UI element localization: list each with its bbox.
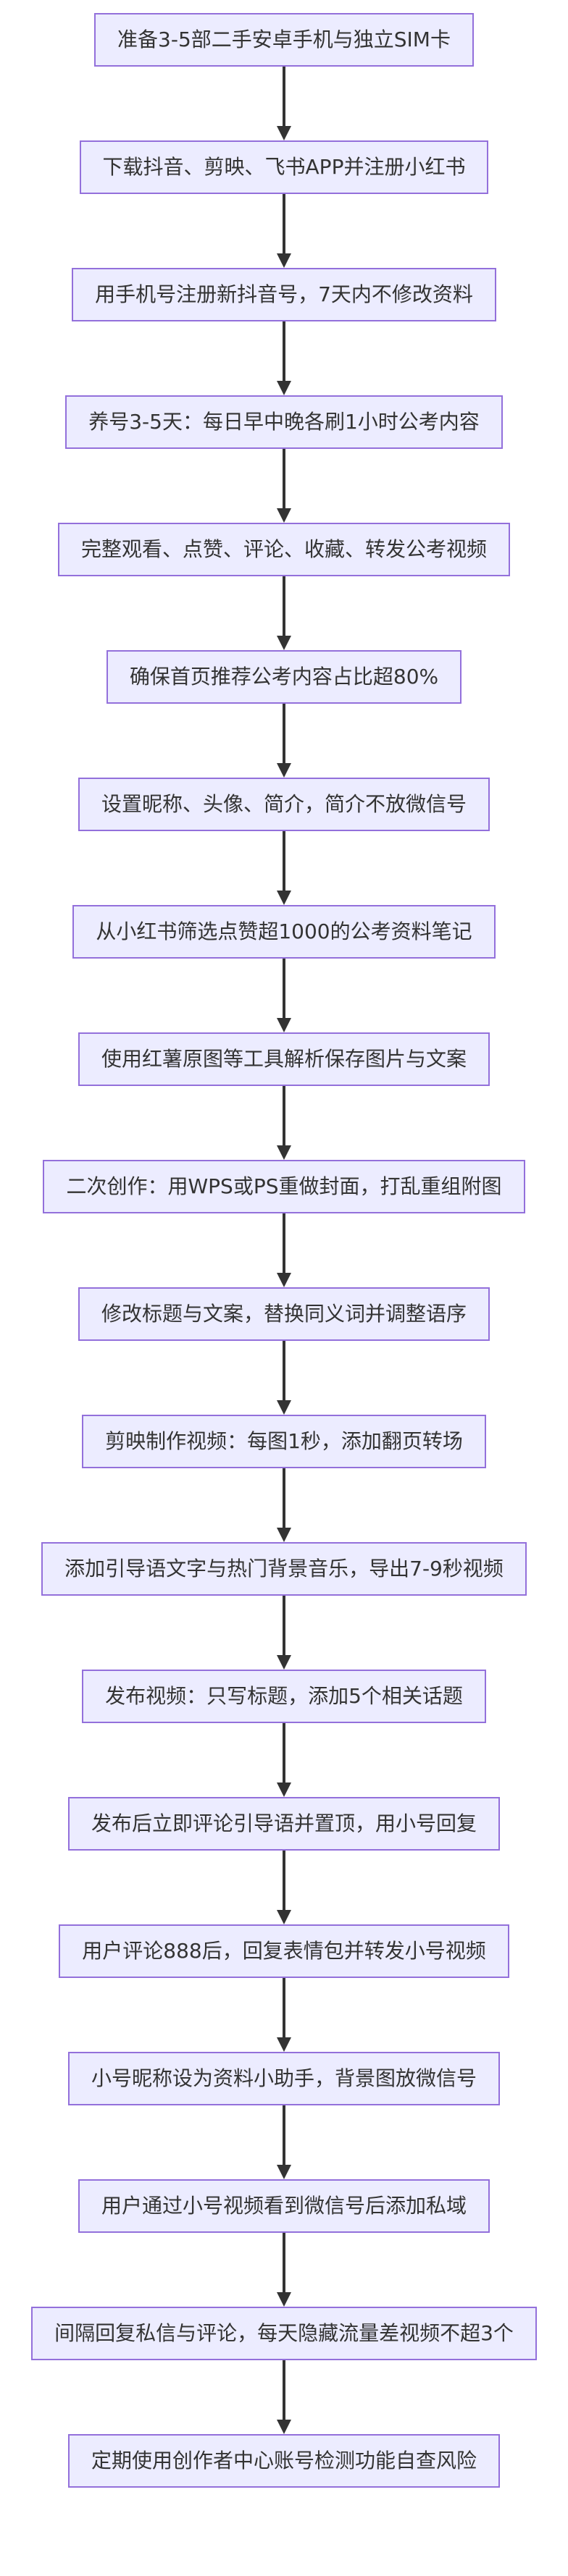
- flow-step-17: 小号昵称设为资料小助手，背景图放微信号: [67, 2052, 500, 2105]
- flow-step-label: 养号3-5天：每日早中晚各刷1小时公考内容: [88, 410, 480, 434]
- flow-arrow-1: [277, 67, 291, 140]
- flow-step-label: 添加引导语文字与热门背景音乐，导出7-9秒视频: [64, 1557, 504, 1580]
- flow-step-10: 二次创作：用WPS或PS重做封面，打乱重组附图: [43, 1160, 525, 1213]
- flow-arrow-19: [277, 2360, 291, 2434]
- flow-step-7: 设置昵称、头像、简介，简介不放微信号: [78, 778, 490, 831]
- flow-arrow-10: [277, 1213, 291, 1287]
- flow-step-2: 下载抖音、剪映、飞书APP并注册小红书: [79, 140, 489, 194]
- flow-arrow-5: [277, 576, 291, 650]
- flow-step-label: 用户评论888后，回复表情包并转发小号视频: [82, 1939, 486, 1963]
- flow-step-label: 间隔回复私信与评论，每天隐藏流量差视频不超3个: [54, 2321, 514, 2345]
- flow-step-label: 使用红薯原图等工具解析保存图片与文案: [101, 1047, 467, 1071]
- flow-step-label: 二次创作：用WPS或PS重做封面，打乱重组附图: [66, 1174, 502, 1198]
- flow-step-label: 完整观看、点赞、评论、收藏、转发公考视频: [80, 537, 487, 561]
- flow-step-label: 剪映制作视频：每图1秒，添加翻页转场: [105, 1429, 463, 1453]
- flow-step-label: 确保首页推荐公考内容占比超80%: [129, 665, 439, 689]
- flow-arrow-4: [277, 449, 291, 523]
- flow-arrow-6: [277, 704, 291, 778]
- flow-step-label: 发布视频：只写标题，添加5个相关话题: [105, 1684, 463, 1708]
- flow-arrow-2: [277, 194, 291, 268]
- flow-step-label: 从小红书筛选点赞超1000的公考资料笔记: [96, 919, 472, 943]
- flow-step-label: 修改标题与文案，替换同义词并调整语序: [101, 1302, 467, 1326]
- flow-step-16: 用户评论888后，回复表情包并转发小号视频: [59, 1924, 509, 1978]
- flow-step-12: 剪映制作视频：每图1秒，添加翻页转场: [82, 1415, 486, 1468]
- flow-step-19: 间隔回复私信与评论，每天隐藏流量差视频不超3个: [31, 2307, 537, 2360]
- flow-step-11: 修改标题与文案，替换同义词并调整语序: [78, 1287, 490, 1341]
- flow-step-label: 准备3-5部二手安卓手机与独立SIM卡: [117, 28, 451, 51]
- flow-step-9: 使用红薯原图等工具解析保存图片与文案: [78, 1032, 490, 1086]
- flow-step-6: 确保首页推荐公考内容占比超80%: [106, 650, 462, 704]
- flow-arrow-11: [277, 1341, 291, 1415]
- flow-arrow-13: [277, 1596, 291, 1670]
- flow-step-label: 小号昵称设为资料小助手，背景图放微信号: [91, 2066, 477, 2090]
- flow-arrow-12: [277, 1468, 291, 1542]
- flow-step-3: 用手机号注册新抖音号，7天内不修改资料: [72, 268, 496, 321]
- flow-step-18: 用户通过小号视频看到微信号后添加私域: [78, 2179, 490, 2233]
- flow-arrow-17: [277, 2105, 291, 2179]
- flow-arrow-9: [277, 1086, 291, 1160]
- flow-arrow-18: [277, 2233, 291, 2307]
- flow-arrow-15: [277, 1851, 291, 1924]
- flow-step-1: 准备3-5部二手安卓手机与独立SIM卡: [94, 13, 474, 67]
- flow-step-15: 发布后立即评论引导语并置顶，用小号回复: [67, 1797, 500, 1851]
- flow-step-4: 养号3-5天：每日早中晚各刷1小时公考内容: [65, 395, 503, 449]
- flow-arrow-14: [277, 1723, 291, 1797]
- flow-step-label: 用户通过小号视频看到微信号后添加私域: [101, 2194, 467, 2218]
- flow-step-13: 添加引导语文字与热门背景音乐，导出7-9秒视频: [41, 1542, 527, 1596]
- flow-step-label: 下载抖音、剪映、飞书APP并注册小红书: [102, 155, 466, 179]
- flow-step-8: 从小红书筛选点赞超1000的公考资料笔记: [72, 905, 496, 959]
- flow-step-label: 发布后立即评论引导语并置顶，用小号回复: [91, 1811, 477, 1835]
- flow-step-label: 设置昵称、头像、简介，简介不放微信号: [101, 792, 467, 816]
- flow-arrow-8: [277, 959, 291, 1032]
- flow-step-5: 完整观看、点赞、评论、收藏、转发公考视频: [57, 523, 510, 576]
- flow-arrow-16: [277, 1978, 291, 2052]
- flow-arrow-3: [277, 321, 291, 395]
- flow-step-label: 定期使用创作者中心账号检测功能自查风险: [91, 2449, 477, 2472]
- flow-step-label: 用手机号注册新抖音号，7天内不修改资料: [95, 282, 473, 306]
- flow-arrow-7: [277, 831, 291, 905]
- flow-step-20: 定期使用创作者中心账号检测功能自查风险: [67, 2434, 500, 2488]
- flow-step-14: 发布视频：只写标题，添加5个相关话题: [82, 1670, 486, 1723]
